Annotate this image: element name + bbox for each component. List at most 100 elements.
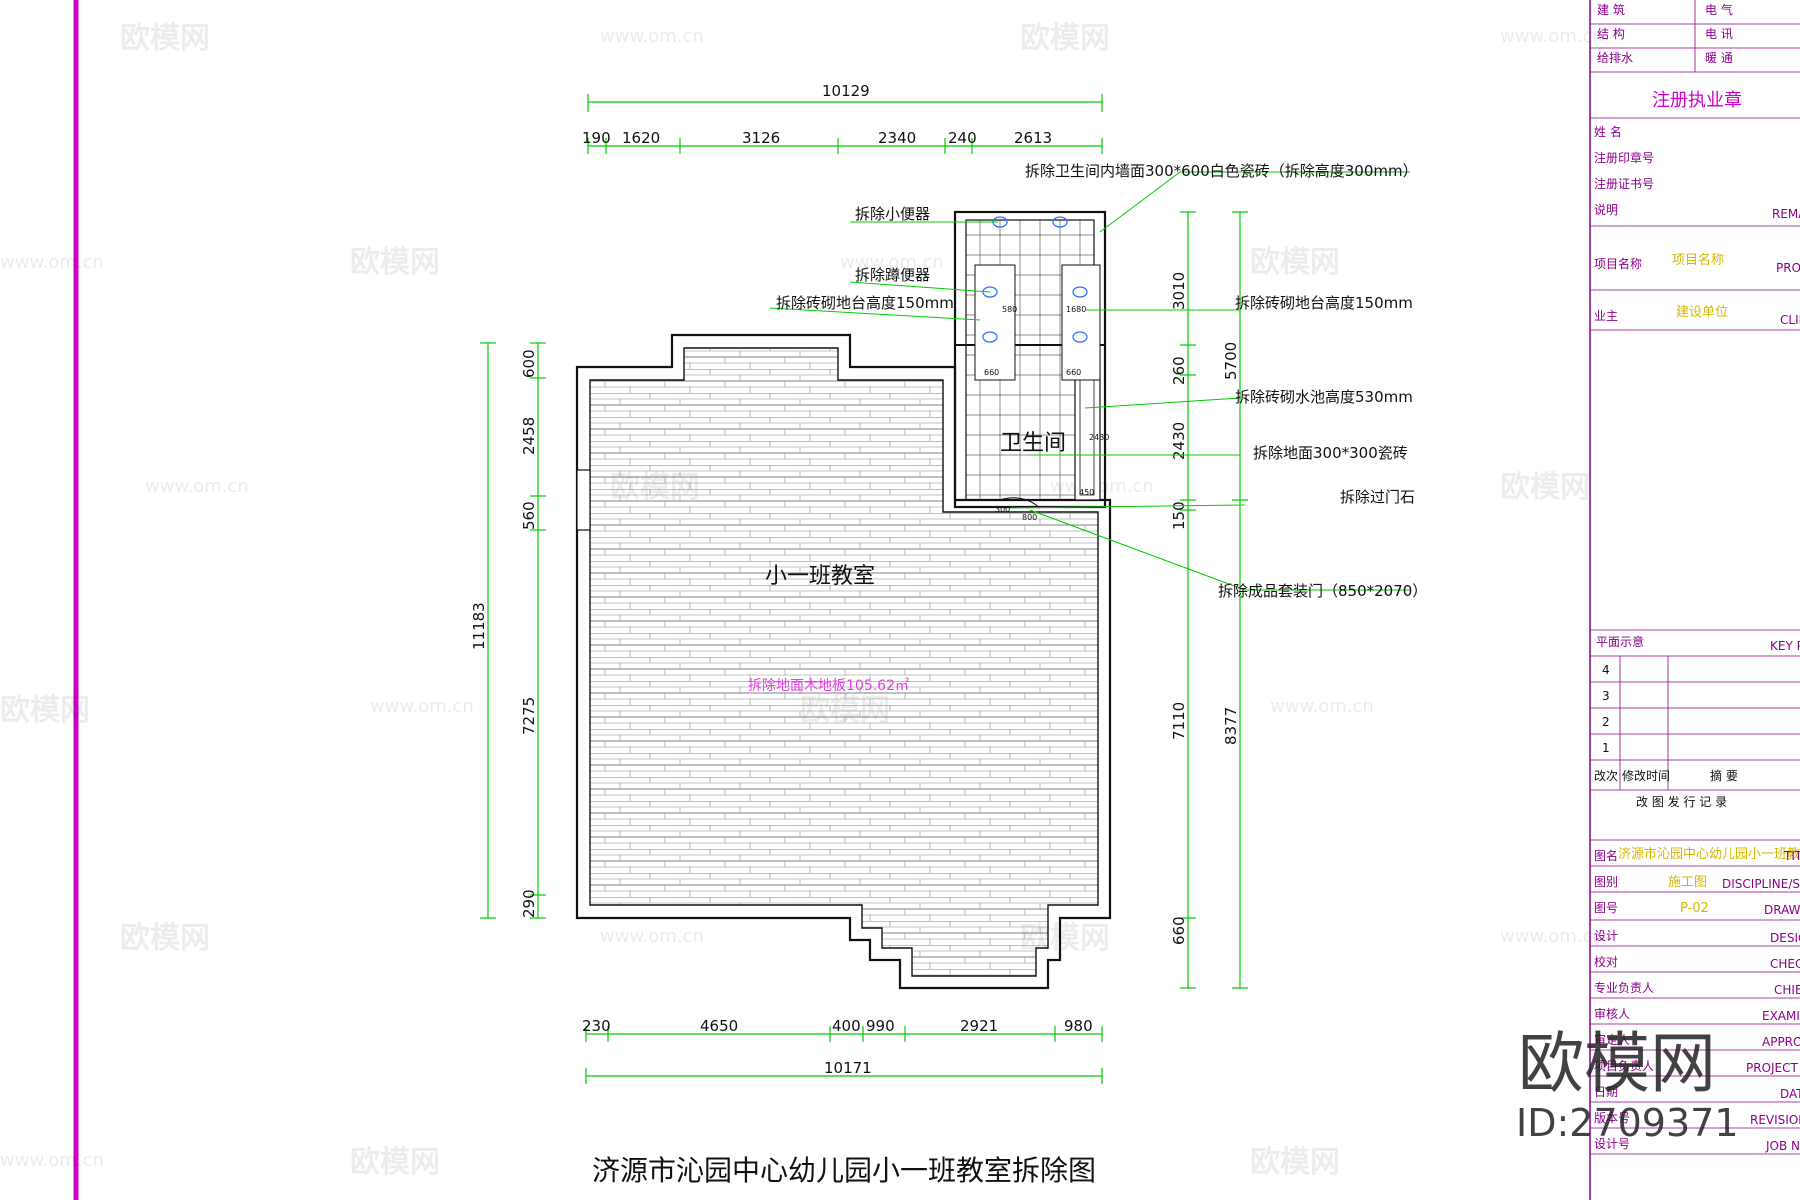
classroom-inner-wall [589, 347, 1099, 977]
top-seg-dim: 2613 [1014, 129, 1052, 147]
tb-person-label: 审定人 [1594, 1032, 1630, 1047]
svg-text:www.om.cn: www.om.cn [145, 476, 249, 497]
annotation-squat-toilet: 拆除蹲便器 [855, 266, 930, 284]
tb-remark-en: REMARK [1772, 207, 1800, 221]
tb-person-label: 版本号 [1594, 1111, 1630, 1125]
tb-discipline: 暖 通 [1705, 51, 1733, 65]
svg-text:欧模网: 欧模网 [350, 1145, 440, 1180]
annotation-platform-left: 拆除砖砌地台高度150mm [776, 294, 954, 312]
annotation-platform-right: 拆除砖砌地台高度150mm [1235, 294, 1413, 312]
watermark-brand-large: 欧模网 [1518, 1025, 1716, 1102]
svg-text:660: 660 [1066, 368, 1081, 377]
left-seg-dim: 290 [520, 889, 538, 918]
platform-right [1061, 264, 1101, 381]
left-overall-dim: 11183 [470, 602, 488, 650]
svg-text:欧模网: 欧模网 [350, 245, 440, 280]
left-seg-dim: 600 [520, 349, 538, 378]
tb-person-label: 审核人 [1594, 1006, 1630, 1021]
svg-text:www.om.cn: www.om.cn [1270, 696, 1374, 717]
tb-person-en: APPROVED [1762, 1035, 1800, 1049]
tb-field: 注册证书号 [1594, 176, 1654, 191]
right-outer-dim: 5700 [1222, 342, 1240, 380]
washroom-outer-wall [953, 210, 1107, 509]
tb-revision-title: 改 图 发 行 记 录 [1636, 794, 1727, 809]
top-seg-dim: 190 [582, 129, 611, 147]
tb-discipline: 给排水 [1597, 51, 1633, 65]
tb-discipline: 电 讯 [1705, 27, 1733, 41]
tb-person-label: 校对 [1594, 954, 1618, 969]
tb-person-label: 日期 [1594, 1085, 1618, 1099]
tb-discipline: 建 筑 [1597, 2, 1625, 17]
svg-text:www.om.cn: www.om.cn [840, 252, 944, 273]
tb-project-value: 项目名称 [1672, 252, 1724, 268]
tb-person-en: DATE [1780, 1087, 1800, 1101]
title-block [1589, 0, 1800, 1200]
tb-key-plan: 平面示意 [1596, 634, 1644, 649]
annotation-floor-tile: 拆除地面300*300瓷砖 [1253, 444, 1408, 462]
drawing-title: 济源市沁园中心幼儿园小一班教室拆除图 [592, 1154, 1096, 1187]
dimension-lines [480, 94, 1248, 1084]
bottom-seg-dim: 990 [866, 1017, 895, 1035]
left-seg-dim: 2458 [520, 417, 538, 455]
tb-seal-heading: 注册执业章 [1652, 90, 1742, 111]
svg-text:660: 660 [984, 368, 999, 377]
tb-category-label: 图别 [1594, 875, 1618, 889]
bottom-seg-dim: 2921 [960, 1017, 998, 1035]
tb-revision-header: 改次 [1594, 769, 1618, 783]
tb-person-en: CHECKED [1770, 957, 1800, 971]
tb-number-value: P-02 [1680, 901, 1709, 916]
svg-text:欧模网: 欧模网 [1250, 1145, 1340, 1180]
bottom-seg-dim: 230 [582, 1017, 611, 1035]
tb-drawing-name-en: TITLE [1783, 849, 1800, 863]
annotation-sink: 拆除砖砌水池高度530mm [1235, 388, 1413, 406]
annotation-door: 拆除成品套装门（850*2070） [1218, 582, 1427, 600]
svg-text:800: 800 [1022, 513, 1037, 522]
tb-owner-en: CLIENT [1780, 313, 1800, 327]
svg-text:www.om.cn: www.om.cn [1500, 926, 1604, 947]
tb-drawing-name-value: 济源市沁园中心幼儿园小一班教室拆除图 [1618, 846, 1800, 862]
right-inner-dim: 260 [1170, 356, 1188, 385]
tb-owner-value: 建设单位 [1676, 305, 1728, 320]
annotation-threshold: 拆除过门石 [1340, 488, 1415, 506]
left-seg-dim: 560 [520, 501, 538, 530]
svg-text:欧模网: 欧模网 [1500, 470, 1590, 505]
svg-text:450: 450 [1079, 488, 1094, 497]
door-swing [999, 497, 1041, 509]
bottom-seg-dim: 4650 [700, 1017, 738, 1035]
svg-text:580: 580 [1002, 305, 1017, 314]
tb-number-en: DRAWING NO. [1764, 903, 1800, 917]
right-inner-dim: 660 [1170, 916, 1188, 945]
right-inner-dim: 2430 [1170, 422, 1188, 460]
classroom-label: 小一班教室 [765, 564, 875, 589]
tb-number-label: 图号 [1594, 901, 1618, 915]
svg-text:欧模网: 欧模网 [1250, 245, 1340, 280]
annotation-leaders [769, 171, 1410, 591]
svg-text:欧模网: 欧模网 [1020, 21, 1110, 56]
tb-project-en: PROJECT [1776, 261, 1800, 275]
top-seg-dim: 3126 [742, 129, 780, 147]
bottom-seg-dim: 400 [832, 1017, 861, 1035]
tb-discipline: 电 气 [1705, 2, 1733, 17]
tb-person-label: 项目负责人 [1594, 1059, 1654, 1073]
tb-revision-header: 摘 要 [1710, 768, 1738, 783]
top-seg-dim: 2340 [878, 129, 916, 147]
washroom-label: 卫生间 [1000, 431, 1066, 456]
svg-text:2430: 2430 [1089, 433, 1109, 442]
svg-text:www.om.cn: www.om.cn [1500, 26, 1604, 47]
top-seg-dim: 1620 [622, 129, 660, 147]
svg-text:欧模网: 欧模网 [120, 21, 210, 56]
svg-text:www.om.cn: www.om.cn [0, 252, 104, 273]
svg-text:www.om.cn: www.om.cn [600, 926, 704, 947]
platform-left [974, 264, 1016, 381]
tb-person-label: 专业负责人 [1594, 980, 1654, 995]
bottom-overall-dim: 10171 [824, 1059, 872, 1077]
right-inner-dim: 7110 [1170, 702, 1188, 740]
svg-text:www.om.cn: www.om.cn [600, 26, 704, 47]
classroom-outer-wall [575, 333, 1112, 990]
tb-person-en: DESIGN [1770, 931, 1800, 945]
svg-text:300: 300 [995, 505, 1010, 514]
tb-person-label: 设计 [1594, 929, 1618, 943]
bottom-seg-dim: 980 [1064, 1017, 1093, 1035]
top-seg-dim: 240 [948, 129, 977, 147]
